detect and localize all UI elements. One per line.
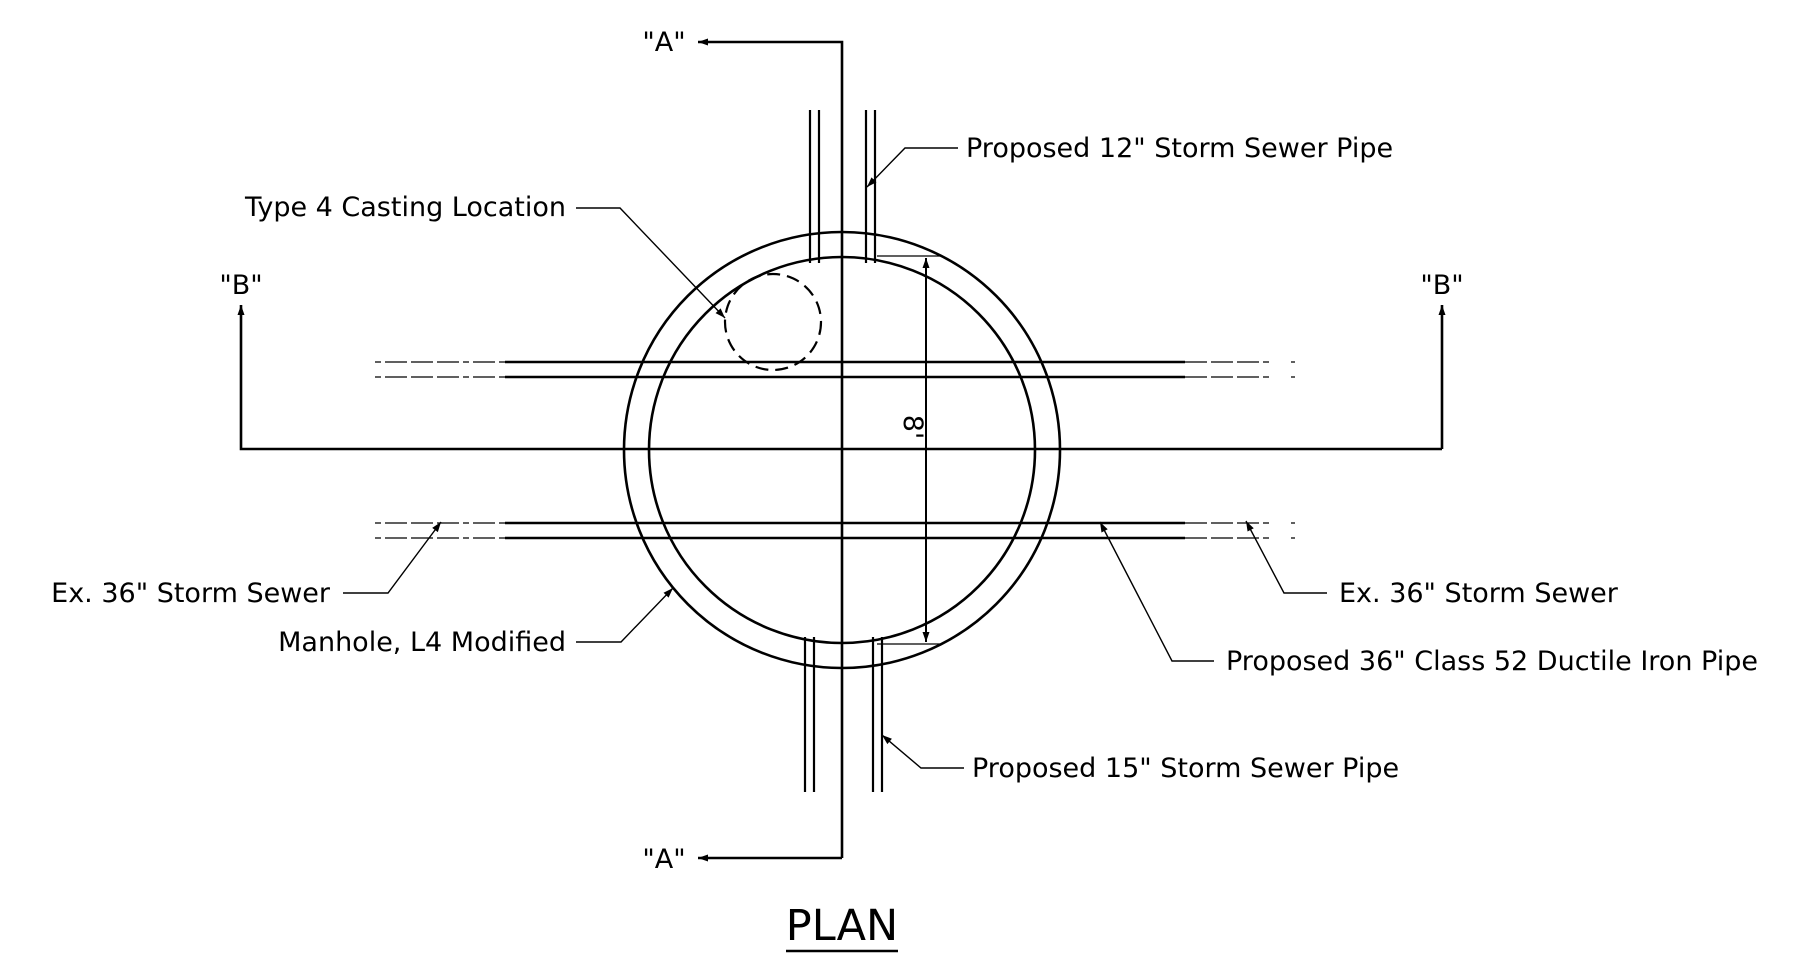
label-casting: Type 4 Casting Location: [244, 192, 566, 223]
label-proposed-36-di: Proposed 36" Class 52 Ductile Iron Pipe: [1226, 646, 1758, 677]
dimension-8ft: [877, 255, 940, 645]
label-ex-36-right: Ex. 36" Storm Sewer: [1339, 578, 1619, 609]
label-proposed-12: Proposed 12" Storm Sewer Pipe: [966, 133, 1393, 164]
leader-ex-36-right: [1245, 520, 1327, 594]
label-ex-36-left: Ex. 36" Storm Sewer: [51, 578, 331, 609]
section-a-cut-line: [698, 38, 844, 862]
leader-manhole: [576, 587, 674, 643]
existing-sewer-hidden-lines: [375, 361, 1315, 539]
leader-proposed-36-di: [1099, 521, 1214, 662]
section-a-top-label: "A": [642, 27, 685, 58]
drawing-title: PLAN: [786, 901, 898, 951]
leader-casting: [576, 207, 726, 319]
section-b-right-label: "B": [1420, 270, 1463, 301]
dimension-8ft-text: 8': [897, 415, 928, 440]
label-manhole: Manhole, L4 Modified: [278, 627, 566, 658]
casting-location-circle: [723, 272, 823, 372]
leader-proposed-12: [866, 147, 958, 188]
section-b-left-label: "B": [219, 270, 262, 301]
proposed-15-pipe: [803, 637, 884, 792]
section-a-bottom-label: "A": [642, 844, 685, 875]
section-b-cut-line: [237, 305, 1446, 451]
leader-ex-36-left: [343, 521, 442, 594]
leader-lines: [343, 147, 1327, 769]
proposed-36-pipes: [505, 360, 1185, 540]
label-proposed-15: Proposed 15" Storm Sewer Pipe: [972, 753, 1399, 784]
leader-proposed-15: [881, 734, 964, 769]
